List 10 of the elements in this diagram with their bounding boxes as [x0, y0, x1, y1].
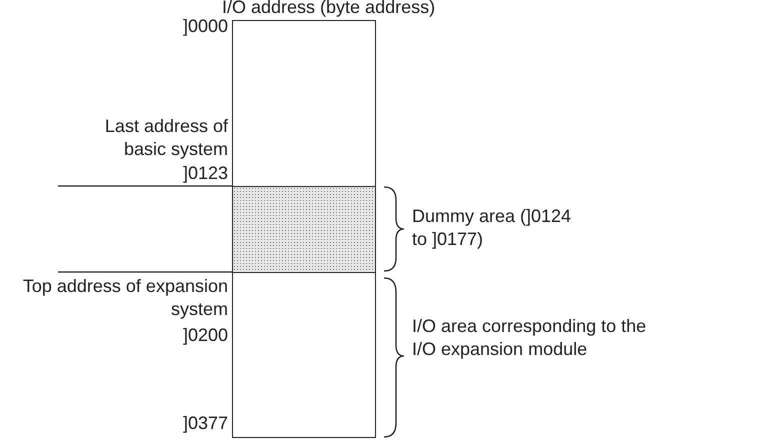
shaded-memory-block [232, 186, 376, 273]
area-description: Dummy area (]0124 to ]0177) [412, 205, 572, 251]
memory-block [232, 20, 376, 187]
area-description: I/O area corresponding to the I/O expansion module [412, 315, 648, 361]
boundary-description: Top address of expansion system [22, 275, 228, 321]
address-label: ]0200 [182, 324, 228, 347]
address-label: ]0123 [182, 162, 228, 185]
memory-block [232, 272, 376, 438]
address-label: ]0377 [182, 412, 228, 435]
boundary-description: Last address of basic system [104, 115, 228, 161]
